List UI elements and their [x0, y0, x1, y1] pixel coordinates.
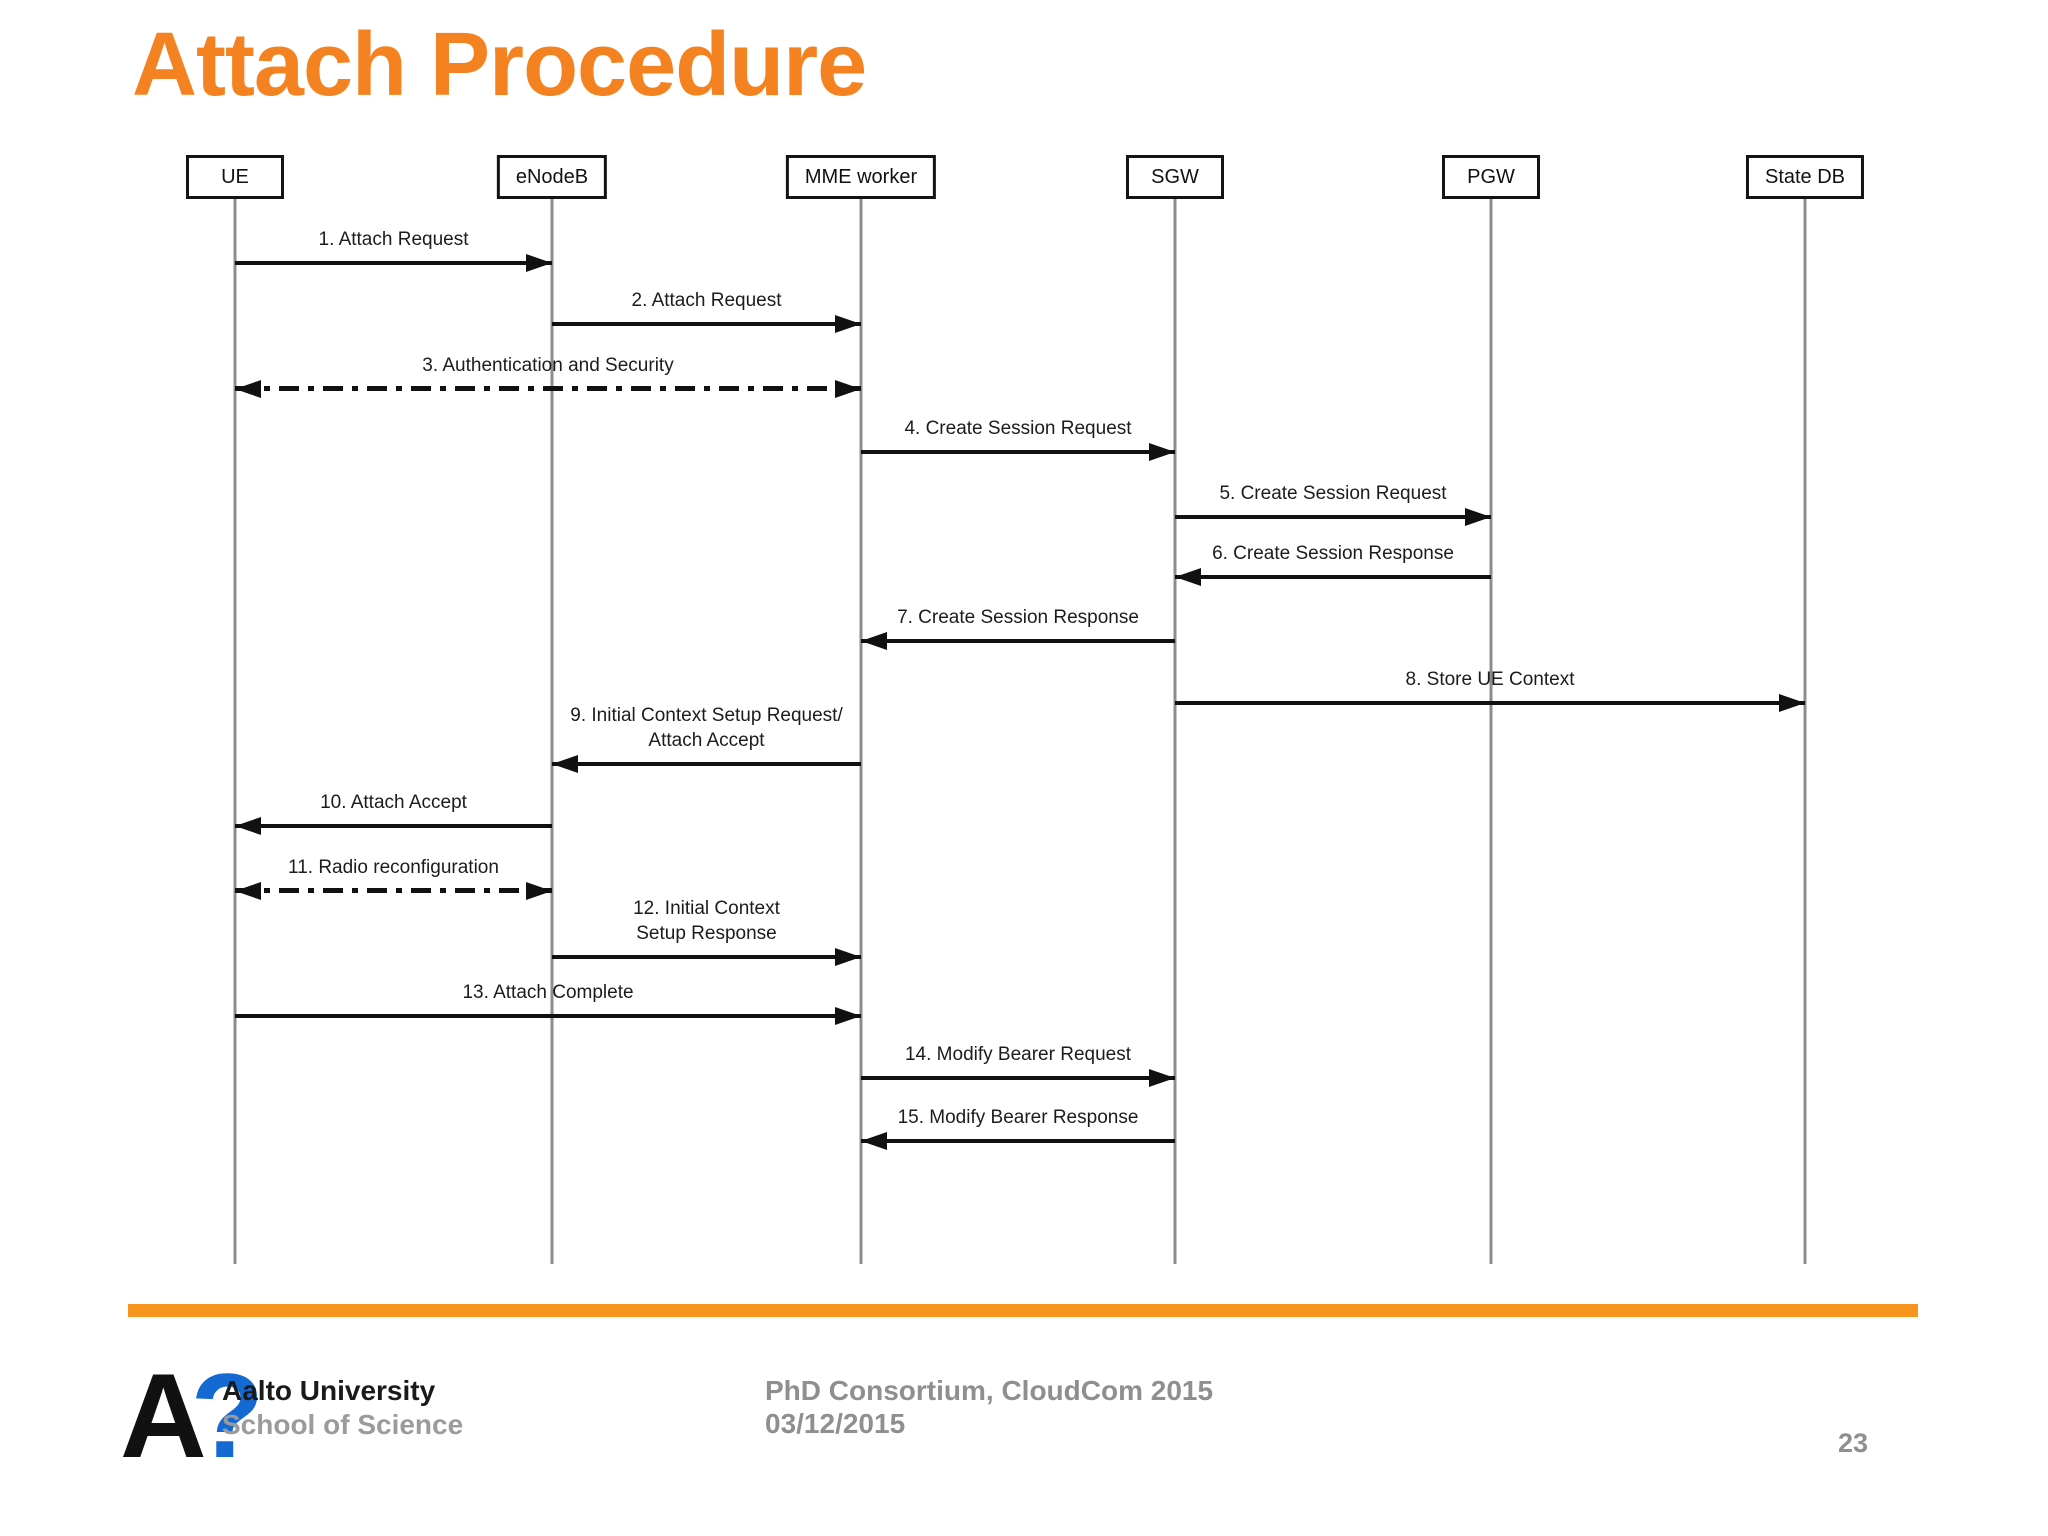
message-label-15: 15. Modify Bearer Response: [897, 1107, 1139, 1128]
lifeline-head-eNodeB: eNodeB: [496, 155, 608, 199]
message-arrowhead-11-left: [235, 882, 261, 900]
message-line-12: [552, 955, 861, 959]
message-label-5: 5. Create Session Request: [1219, 483, 1447, 504]
org-unit: School of Science: [222, 1409, 464, 1440]
aalto-logo-question-mark: ?: [190, 1349, 264, 1483]
event-block: PhD Consortium, CloudCom 2015 03/12/2015: [765, 1374, 1213, 1440]
message-label-10: 10. Attach Accept: [320, 792, 467, 813]
message-label-12: 12. Initial Context Setup Response: [633, 898, 780, 944]
lifeline-head-MME: MME worker: [785, 155, 937, 199]
page-title: Attach Procedure: [132, 15, 867, 115]
message-arrowhead-9-left: [552, 755, 578, 773]
message-arrowhead-7-left: [861, 632, 887, 650]
message-line-5: [1175, 515, 1491, 519]
message-arrowhead-10-left: [235, 817, 261, 835]
message-arrowhead-6-left: [1175, 568, 1201, 586]
message-label-6: 6. Create Session Response: [1212, 543, 1454, 564]
lifeline-head-PGW: PGW: [1442, 155, 1540, 199]
message-line-13: [235, 1014, 861, 1018]
lifeline-MME: [859, 199, 863, 1264]
message-line-10: [235, 824, 552, 828]
lifeline-PGW: [1489, 199, 1493, 1264]
message-label-14: 14. Modify Bearer Request: [904, 1044, 1132, 1065]
message-line-14: [861, 1076, 1175, 1080]
event-name: PhD Consortium, CloudCom 2015: [765, 1375, 1214, 1406]
lifeline-StateDB: [1803, 199, 1807, 1264]
message-arrowhead-1-right: [526, 254, 552, 272]
lifeline-UE: [233, 199, 237, 1264]
message-line-15: [861, 1139, 1175, 1143]
divider-bar: [128, 1304, 1918, 1317]
message-line-6: [1175, 575, 1491, 579]
message-line-3: [235, 386, 861, 391]
message-line-8: [1175, 701, 1805, 705]
message-label-9: 9. Initial Context Setup Request/ Attach…: [570, 705, 843, 751]
message-line-9: [552, 762, 861, 766]
message-line-4: [861, 450, 1175, 454]
message-line-7: [861, 639, 1175, 643]
message-label-2: 2. Attach Request: [631, 290, 782, 311]
lifeline-head-SGW: SGW: [1126, 155, 1224, 199]
aalto-logo: A?: [120, 1356, 264, 1476]
footer: A? Aalto University School of Science Ph…: [0, 1300, 2048, 1536]
message-label-8: 8. Store UE Context: [1405, 669, 1575, 690]
message-label-3: 3. Authentication and Security: [422, 355, 674, 376]
org-name: Aalto University: [222, 1375, 436, 1406]
message-arrowhead-15-left: [861, 1132, 887, 1150]
lifeline-head-StateDB: State DB: [1745, 155, 1865, 199]
lifeline-head-UE: UE: [186, 155, 284, 199]
message-label-11: 11. Radio reconfiguration: [288, 857, 499, 878]
message-arrowhead-12-right: [835, 948, 861, 966]
event-date: 03/12/2015: [765, 1408, 906, 1439]
org-block: Aalto University School of Science: [222, 1374, 463, 1442]
message-arrowhead-13-right: [835, 1007, 861, 1025]
page-number: 23: [1838, 1428, 1869, 1458]
message-arrowhead-3-left: [235, 380, 261, 398]
message-label-7: 7. Create Session Response: [897, 607, 1139, 628]
message-label-4: 4. Create Session Request: [904, 418, 1132, 439]
message-arrowhead-8-right: [1779, 694, 1805, 712]
message-line-11: [235, 888, 552, 893]
sequence-diagram: UE eNodeB MME worker SGW PGW State DB 1. Attac…: [186, 155, 1865, 1264]
message-arrowhead-11-right: [526, 882, 552, 900]
message-label-13: 13. Attach Complete: [462, 982, 634, 1003]
message-arrowhead-4-right: [1149, 443, 1175, 461]
message-line-2: [552, 322, 861, 326]
message-label-1: 1. Attach Request: [318, 229, 469, 250]
message-arrowhead-2-right: [835, 315, 861, 333]
message-arrowhead-3-right: [835, 380, 861, 398]
lifeline-eNodeB: [550, 199, 554, 1264]
message-line-1: [235, 261, 552, 265]
aalto-logo-a: A: [120, 1349, 207, 1483]
message-arrowhead-5-right: [1465, 508, 1491, 526]
lifeline-SGW: [1173, 199, 1177, 1264]
message-arrowhead-14-right: [1149, 1069, 1175, 1087]
